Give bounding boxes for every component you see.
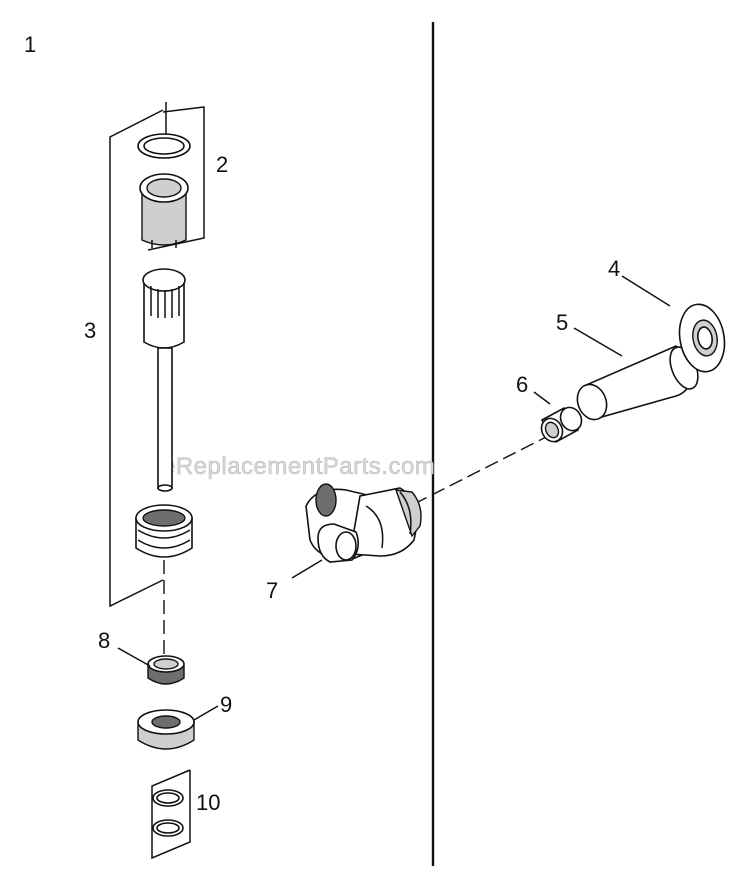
leader-8	[117, 647, 151, 667]
part-3-stem	[142, 268, 186, 492]
callout-9: 9	[220, 692, 232, 717]
callout-8: 8	[98, 628, 110, 653]
leader-6	[533, 391, 551, 405]
callout-10: 10	[196, 790, 220, 815]
part-10-bracket	[151, 769, 191, 860]
callout-6: 6	[516, 372, 528, 397]
part-6-sleeve	[540, 406, 583, 444]
part-9-nut	[137, 709, 195, 750]
part-7-valve	[305, 483, 422, 563]
callout-3: 3	[84, 318, 96, 343]
watermark: eReplacementParts.com	[162, 453, 435, 480]
part-2-cartridge	[139, 173, 189, 248]
part-8-ferrule	[147, 655, 185, 685]
part-2-oring	[137, 102, 191, 159]
figure-number: 1	[24, 32, 36, 57]
callout-4: 4	[608, 256, 620, 281]
leader-5	[573, 327, 623, 357]
callout-5: 5	[556, 310, 568, 335]
assembly-3-bracket	[109, 109, 164, 608]
leader-9	[193, 705, 219, 721]
part-3-coupling-nut	[135, 504, 193, 558]
part-10-rings	[152, 789, 184, 837]
leader-7	[291, 559, 323, 579]
leader-4	[621, 275, 671, 307]
callout-2: 2	[216, 152, 228, 177]
callout-7: 7	[266, 578, 278, 603]
axis-right	[413, 431, 557, 505]
part-4-escutcheon	[678, 303, 726, 373]
